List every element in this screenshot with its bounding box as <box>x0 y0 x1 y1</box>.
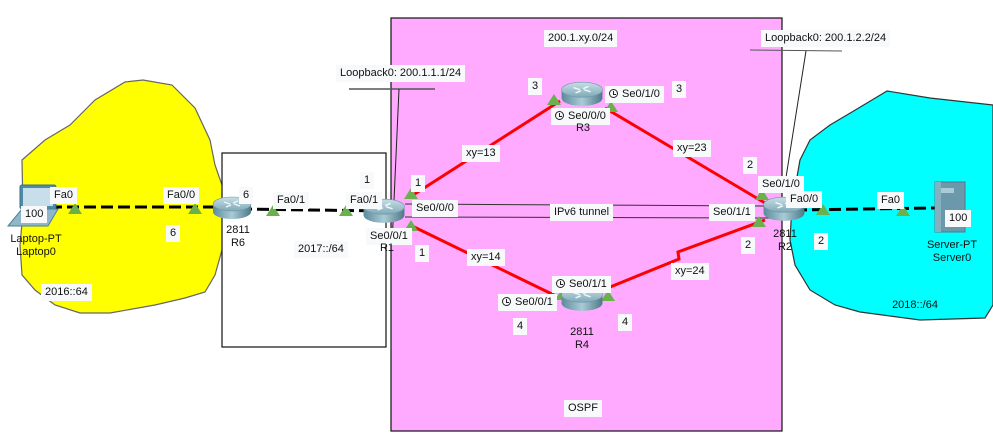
link-r2-server <box>794 206 936 212</box>
r2-model: 2811 <box>773 228 797 240</box>
r1-name: R1 <box>379 242 395 254</box>
r2-name: R2 <box>777 241 793 253</box>
r1-fa01-label: Fa0/1 <box>346 192 383 209</box>
port-r4-se011 <box>601 290 615 301</box>
link-r1-r3-label: xy=13 <box>462 145 500 162</box>
laptop-port-label: Fa0 <box>50 187 77 204</box>
r3-se010-label: Se0/1/0 <box>605 86 664 103</box>
server-port-label: Fa0 <box>877 192 904 209</box>
laptop-name: Laptop0 <box>16 246 56 258</box>
port-r6-fa00 <box>188 203 202 214</box>
r6-fa00-host: 6 <box>166 225 181 242</box>
r6-id-label: 6 <box>239 187 254 204</box>
r3-se010-host: 3 <box>672 81 687 98</box>
r2-se010-host: 2 <box>743 157 758 174</box>
r4-se011-host: 4 <box>618 314 633 331</box>
r4-name: R4 <box>574 339 590 351</box>
r4-model: 2811 <box>570 326 594 338</box>
ospf-network-label: 200.1.xy.0/24 <box>544 30 618 47</box>
server-host-id: 100 <box>945 210 972 227</box>
port-r6-fa01 <box>266 205 280 216</box>
r3-name: R3 <box>575 122 591 134</box>
r1-fa01-host: 1 <box>360 172 375 189</box>
r4-se001-host: 4 <box>513 318 528 335</box>
link-r3-r2-label: xy=23 <box>673 140 711 157</box>
port-r2-fa00 <box>816 204 830 215</box>
r6-model: 2811 <box>226 224 250 236</box>
r2-loopback-label: Loopback0: 200.1.2.2/24 <box>761 30 891 47</box>
r6-fa00-label: Fa0/0 <box>163 187 200 204</box>
port-r3-se000 <box>547 94 561 105</box>
port-r2-se011 <box>752 216 766 227</box>
server-name: Server0 <box>932 252 972 264</box>
link-r4-r2 <box>587 218 766 298</box>
link-r6-r1 <box>239 207 386 213</box>
left-lan-prefix: 2016::64 <box>41 284 92 301</box>
tunnel-label: IPv6 tunnel <box>550 204 614 221</box>
r2-fa00-label: Fa0/0 <box>786 191 823 208</box>
r2-se010-label: Se0/1/0 <box>758 176 804 193</box>
r3-se000-label: Se0/0/0 <box>551 108 610 125</box>
r6-name: R6 <box>230 237 246 249</box>
link-r1-r4-label: xy=14 <box>467 249 505 266</box>
r4-se011-label: Se0/1/1 <box>552 276 611 293</box>
port-laptop-fa0 <box>68 203 82 214</box>
r1-se001-label: Se0/0/1 <box>366 228 412 245</box>
port-r1-fa01 <box>339 205 353 216</box>
r1-se001-host: 1 <box>415 245 430 262</box>
r3-se000-host: 3 <box>528 78 543 95</box>
r4-se001-label: Se0/0/1 <box>498 294 557 311</box>
middle-lan-prefix: 2017::/64 <box>294 241 348 258</box>
r2-se011-label: Se0/1/1 <box>709 204 755 221</box>
clock-icon <box>502 297 511 306</box>
right-lan-prefix: 2018::/64 <box>892 299 938 311</box>
loopback-r2-line <box>749 49 843 52</box>
link-r4-r2-label: xy=24 <box>671 263 709 280</box>
laptop-host-id: 100 <box>21 206 48 223</box>
r2-se011-host: 2 <box>741 237 756 254</box>
r2-fa00-host: 2 <box>814 233 829 250</box>
clock-icon <box>609 89 618 98</box>
clock-icon <box>555 111 564 120</box>
port-r2-se010 <box>755 189 769 200</box>
r1-loopback-label: Loopback0: 200.1.1.1/24 <box>336 65 466 82</box>
r6-fa01-label: Fa0/1 <box>273 192 310 209</box>
clock-icon <box>556 279 565 288</box>
router-r3-icon[interactable] <box>560 81 604 107</box>
port-server-fa0 <box>896 205 910 216</box>
r1-se000-host: 1 <box>411 175 426 192</box>
port-r1-se000 <box>404 188 418 199</box>
ospf-area-label: OSPF <box>564 400 602 417</box>
r1-se000-label: Se0/0/0 <box>412 200 458 217</box>
loopback-r2-pointer <box>783 50 807 191</box>
laptop-model: Laptop-PT <box>10 233 62 245</box>
server-model: Server-PT <box>926 239 978 251</box>
